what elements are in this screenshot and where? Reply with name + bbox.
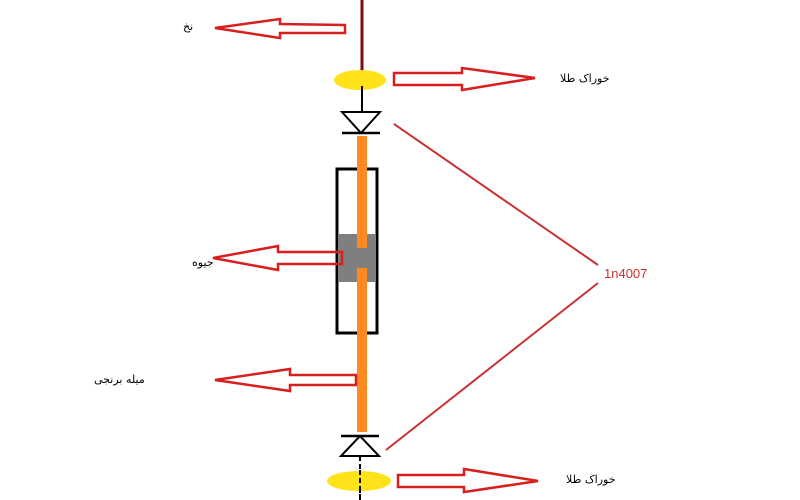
brass-rod-upper — [357, 136, 367, 268]
label-mercury: جیوه — [192, 256, 214, 269]
arrow-brass-rod — [214, 367, 358, 393]
callout-line-bottom — [385, 282, 599, 451]
label-brass-rod: میله برنجی — [94, 373, 145, 386]
brass-rod-upper-tip — [357, 234, 367, 248]
diode-bottom — [338, 434, 382, 457]
gold-blob-top — [334, 70, 386, 90]
callout-line-top — [393, 123, 599, 266]
label-gold-feed-top: خوراک طلا — [560, 72, 610, 85]
label-thread: نخ — [183, 20, 194, 33]
arrow-gold-top — [392, 66, 536, 92]
brass-rod-lower — [357, 282, 367, 432]
arrow-mercury — [212, 244, 344, 272]
arrow-thread — [214, 17, 347, 40]
label-diode-model: 1n4007 — [604, 266, 648, 281]
brass-rod-lower-tip — [357, 268, 367, 282]
label-gold-feed-bottom: خوراک طلا — [566, 473, 616, 486]
diode-top — [339, 111, 383, 135]
arrow-gold-bottom — [396, 467, 539, 494]
